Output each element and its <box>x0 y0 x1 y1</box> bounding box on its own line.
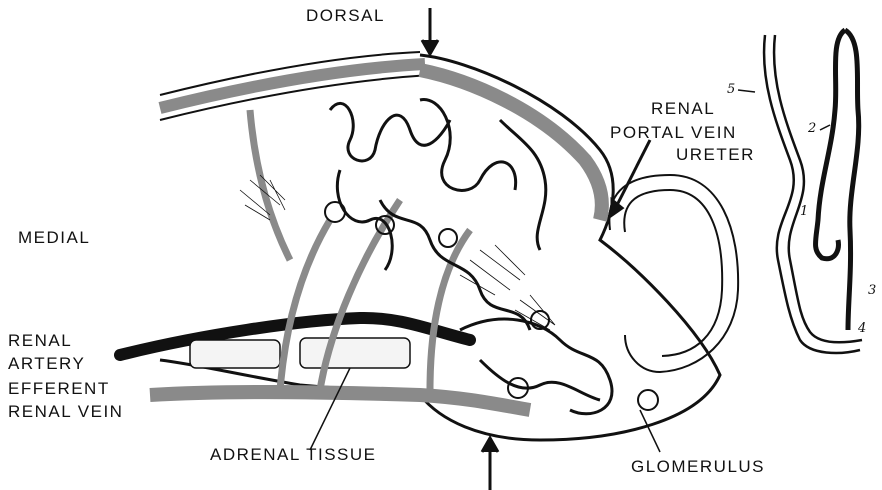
dorsal-vessel <box>160 52 430 120</box>
label-renal-portal-vein-line1: RENAL <box>651 100 715 118</box>
kidney-outline <box>160 55 720 440</box>
tubule-number-5: 5 <box>727 83 735 97</box>
tubule-number-2: 2 <box>808 122 816 136</box>
tubule-number-1: 1 <box>800 205 808 219</box>
label-renal-portal-vein-line2: PORTAL VEIN <box>610 124 737 142</box>
efferent-renal-vein <box>150 392 530 410</box>
adrenal-tissue-patches <box>190 338 410 368</box>
renal-portal-vein <box>420 70 602 220</box>
label-efferent-renal-vein-line2: RENAL VEIN <box>8 403 123 421</box>
label-glomerulus: GLOMERULUS <box>631 458 765 476</box>
label-efferent-renal-vein-line1: EFFERENT <box>8 380 110 398</box>
tubule-number-4: 4 <box>858 322 866 336</box>
renal-artery <box>120 318 470 355</box>
label-renal-artery-line2: ARTERY <box>8 355 85 373</box>
tubule-number-3: 3 <box>868 284 876 298</box>
label-adrenal-tissue: ADRENAL TISSUE <box>210 446 377 464</box>
isolated-nephron <box>816 30 859 330</box>
label-ureter: URETER <box>676 146 755 164</box>
ureter <box>609 175 738 372</box>
label-medial: MEDIAL <box>18 229 90 247</box>
label-dorsal: DORSAL <box>306 7 385 25</box>
label-renal-artery-line1: RENAL <box>8 332 72 350</box>
